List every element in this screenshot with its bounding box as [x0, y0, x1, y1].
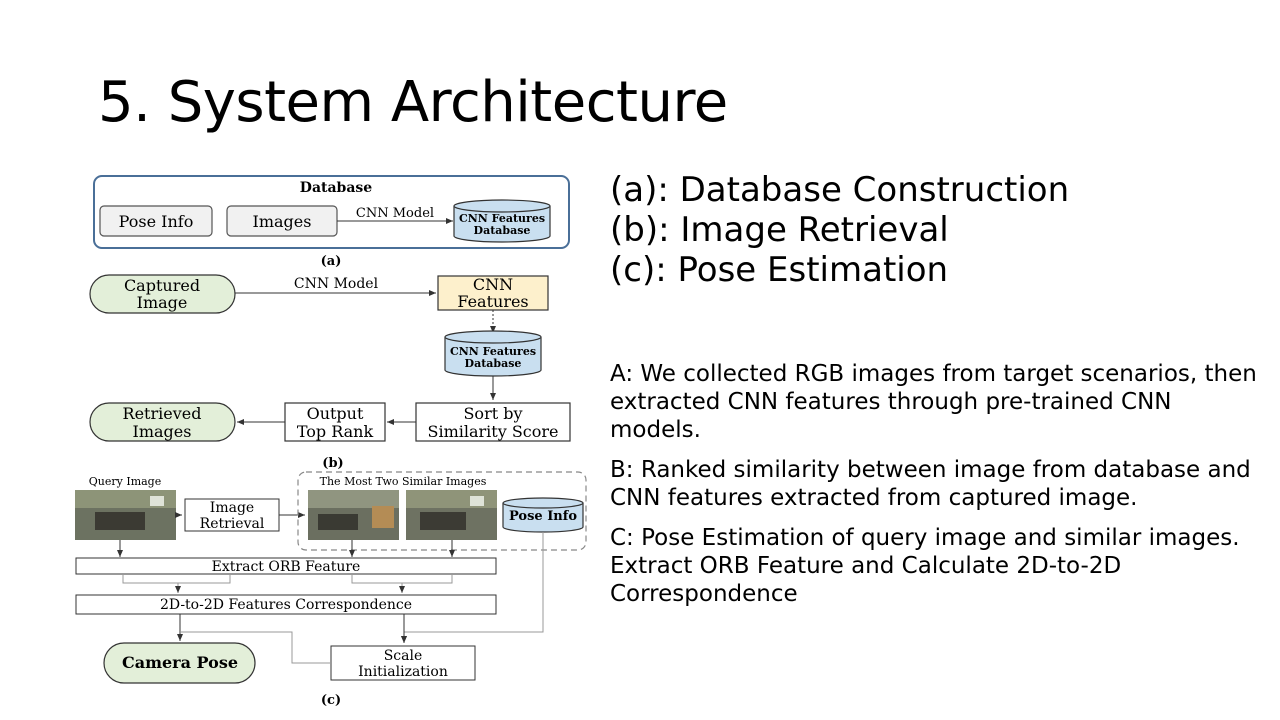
- query-image-label: Query Image: [89, 475, 161, 488]
- images-label: Images: [253, 212, 312, 231]
- caption-a: (a): [321, 254, 342, 269]
- legend-item-a: (a): Database Construction: [610, 170, 1070, 210]
- camera-pose-label: Camera Pose: [122, 653, 238, 672]
- slide-title: 5. System Architecture: [98, 70, 728, 135]
- notes-list: A: We collected RGB images from target s…: [610, 360, 1260, 620]
- pose-info-label-c: Pose Info: [509, 509, 577, 524]
- cnn-features-line1: CNN: [473, 275, 513, 294]
- db-cylinder-b: [444, 330, 542, 377]
- db-label-a-line2: Database: [474, 224, 531, 237]
- note-b: B: Ranked similarity between image from …: [610, 457, 1251, 511]
- panel-c: Query Image Image Retrieval The Most Two…: [75, 471, 587, 708]
- cnn-features-box: [437, 275, 549, 311]
- output-box: [284, 402, 386, 442]
- scale-line1: Scale: [384, 648, 423, 664]
- sort-line1: Sort by: [463, 404, 522, 423]
- output-line2: Top Rank: [297, 422, 374, 441]
- legend-list: (a): Database Construction (b): Image Re…: [610, 170, 1069, 290]
- legend-item-b: (b): Image Retrieval: [610, 210, 949, 250]
- panel-b: Captured Image CNN Model CNN Features CN…: [89, 274, 571, 471]
- pose-info-label: Pose Info: [119, 212, 194, 231]
- camera-pose-node: [103, 642, 256, 684]
- retrieved-images-node: [89, 402, 236, 442]
- cnn-features-line2: Features: [457, 292, 528, 311]
- caption-c: (c): [321, 693, 341, 708]
- captured-image-line1: Captured: [124, 276, 200, 295]
- database-header: Database: [300, 180, 372, 196]
- sort-line2: Similarity Score: [427, 422, 558, 441]
- scale-init-box: [330, 645, 476, 681]
- db-cylinder-a: [453, 199, 551, 243]
- db-label-b-line1: CNN Features: [450, 345, 536, 358]
- pose-info-box: [99, 205, 213, 237]
- retrieved-line2: Images: [133, 422, 192, 441]
- retrieval-line2: Retrieval: [200, 516, 265, 532]
- scale-line2: Initialization: [358, 664, 448, 680]
- sort-box: [415, 402, 571, 442]
- note-a: A: We collected RGB images from target s…: [610, 361, 1257, 443]
- correspondence-box: [75, 594, 497, 615]
- legend-item-c: (c): Pose Estimation: [610, 250, 949, 290]
- pose-info-cylinder: [502, 497, 584, 533]
- note-c: C: Pose Estimation of query image and si…: [610, 525, 1240, 607]
- cnn-model-label-b: CNN Model: [294, 276, 379, 292]
- query-photo: [75, 490, 176, 540]
- similar-images-frame: [297, 471, 587, 551]
- panel-a: Database Pose Info Images CNN Model CNN …: [93, 175, 570, 269]
- extract-orb-label: Extract ORB Feature: [212, 559, 361, 575]
- caption-b: (b): [322, 456, 343, 471]
- similar-photo-1: [308, 490, 399, 540]
- output-line1: Output: [307, 404, 364, 423]
- architecture-diagram: Database Pose Info Images CNN Model CNN …: [75, 175, 587, 708]
- db-label-a-line1: CNN Features: [459, 212, 545, 225]
- correspondence-label: 2D-to-2D Features Correspondence: [160, 597, 412, 613]
- retrieved-line1: Retrieved: [123, 404, 202, 423]
- similar-photo-2: [406, 490, 497, 540]
- captured-image-line2: Image: [137, 293, 188, 312]
- extract-orb-box: [75, 557, 497, 575]
- db-label-b-line2: Database: [465, 357, 522, 370]
- cnn-model-label-a: CNN Model: [356, 206, 434, 221]
- captured-image-node: [89, 274, 236, 314]
- similar-images-label: The Most Two Similar Images: [320, 475, 487, 488]
- retrieval-line1: Image: [210, 500, 254, 516]
